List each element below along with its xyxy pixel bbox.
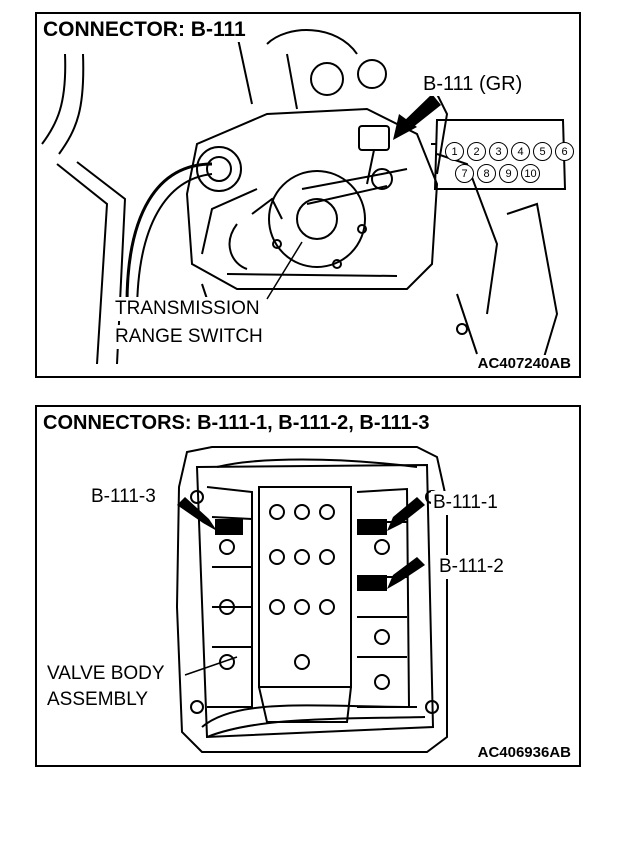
connector-pin: 9 [499, 164, 518, 183]
figure-code-1: AC407240AB [475, 355, 573, 372]
transmission-line-drawing [41, 29, 569, 365]
callout-range-switch: RANGE SWITCH [113, 325, 265, 349]
valve-body-line-drawing [175, 446, 448, 753]
callout-transmission: TRANSMISSION [113, 297, 262, 321]
callout-valve-body: VALVE BODY [45, 662, 167, 686]
connector-b111-3 [215, 519, 243, 535]
connector-pin: 6 [555, 142, 574, 161]
label-b111-3: B-111-3 [89, 485, 158, 509]
panel2-title: CONNECTORS: B-111-1, B-111-2, B-111-3 [43, 411, 434, 435]
figure-code-2: AC406936AB [475, 744, 573, 761]
connectors-b111-123-panel: CONNECTORS: B-111-1, B-111-2, B-111-3 B-… [35, 405, 581, 767]
connector-pin: 5 [533, 142, 552, 161]
connector-b111-1 [357, 519, 387, 535]
arrow-b111-3 [177, 497, 217, 531]
label-b111-2: B-111-2 [437, 555, 506, 579]
connector-b111-label: B-111 (GR) [421, 72, 525, 96]
connector-pin: 4 [511, 142, 530, 161]
panel1-title: CONNECTOR: B-111 [43, 18, 250, 42]
connector-pin: 2 [467, 142, 486, 161]
connector-pin: 7 [455, 164, 474, 183]
arrow-b111-2 [387, 557, 425, 589]
connector-pin: 10 [521, 164, 540, 183]
label-b111-1: B-111-1 [431, 491, 500, 515]
connector-b111-2 [357, 575, 387, 591]
callout-assembly: ASSEMBLY [45, 688, 151, 712]
arrow-b111-1 [387, 497, 425, 531]
connector-pin: 3 [489, 142, 508, 161]
connector-pin: 1 [445, 142, 464, 161]
connector-pin: 8 [477, 164, 496, 183]
